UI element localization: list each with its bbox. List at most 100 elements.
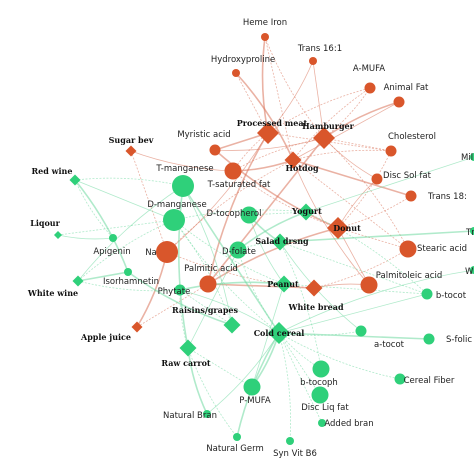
edge-salad-drsng-tn — [279, 230, 474, 243]
edge-hotdog-palmitoleic-acid — [292, 159, 370, 286]
edge-sugar-bev-t-saturated-fat — [130, 150, 234, 172]
label-cold-cereal: Cold cereal — [254, 328, 305, 338]
label-d-folate: D-folate — [222, 247, 256, 257]
node-animal-fat — [393, 96, 405, 108]
label-a-tocot: a-tocot — [374, 340, 405, 350]
edge-yogurt-d-manganese — [173, 209, 307, 221]
node-hamburger — [313, 127, 335, 149]
label-natural-germ: Natural Germ — [206, 444, 264, 454]
node-trans-16-1 — [309, 57, 317, 65]
node-d-folate — [229, 241, 247, 259]
node-disc-sol-fat — [371, 173, 383, 185]
edge-cold-cereal-d-folate — [237, 249, 280, 334]
edge-processed-meat-a-mufa — [267, 87, 371, 134]
node-cold-cereal — [268, 322, 290, 344]
label-liqour: Liqour — [30, 218, 60, 228]
node-apple-juice — [131, 321, 143, 333]
label-tn: Tn — [465, 228, 474, 238]
node-trans-18 — [405, 190, 417, 202]
node-stearic-acid — [399, 240, 417, 258]
edge-cold-cereal-cereal-fiber — [278, 332, 401, 380]
node-processed-meat — [257, 122, 279, 144]
label-mil: Mil — [461, 153, 473, 163]
edge-raw-carrot-natural-germ — [187, 347, 238, 438]
label-phytate: Phytate — [158, 287, 191, 297]
edge-hotdog-trans-18 — [292, 159, 412, 197]
node-b-tocoph — [312, 360, 330, 378]
label-cereal-fiber: Cereal Fiber — [404, 376, 455, 386]
edge-hamburger-heme-iron — [264, 36, 325, 139]
label-donut: Donut — [333, 223, 361, 233]
label-syn-vit-b6: Syn Vit B6 — [273, 449, 317, 459]
edge-peanut-d-manganese — [173, 219, 285, 285]
label-stearic-acid: Stearic acid — [417, 244, 467, 254]
edge-red-wine-t-manganese — [74, 177, 184, 187]
label-animal-fat: Animal Fat — [384, 83, 429, 93]
node-natural-germ — [233, 433, 241, 441]
label-hamburger: Hamburger — [302, 121, 355, 131]
node-disc-liq-fat — [311, 386, 329, 404]
label-p-mufa: P-MUFA — [239, 396, 271, 406]
label-trans-18: Trans 18: — [427, 192, 467, 202]
node-cereal-fiber — [394, 373, 406, 385]
label-b-tocoph: b-tocoph — [300, 378, 338, 388]
label-hydroxyproline: Hydroxyproline — [211, 55, 275, 65]
edge-hotdog-heme-iron — [264, 36, 294, 161]
label-natural-bran: Natural Bran — [163, 411, 217, 421]
label-hotdog: Hotdog — [285, 163, 319, 173]
label-peanut: Peanut — [267, 279, 299, 289]
edge-white-wine-phytate — [77, 280, 181, 292]
label-raisins-grapes: Raisins/grapes — [172, 305, 239, 315]
edge-red-wine-apigenin — [74, 179, 114, 239]
label-added-bran: Added bran — [324, 419, 373, 429]
edge-white-wine-d-manganese — [77, 219, 175, 282]
node-phytate — [174, 284, 186, 296]
label-d-tocopherol: D-tocopherol — [207, 209, 262, 219]
label-yogurt: Yogurt — [291, 206, 322, 216]
edge-donut-myristic-acid — [214, 149, 339, 229]
node-s-folic-acid — [423, 333, 435, 345]
label-processed-meat: Processed meat — [237, 118, 308, 128]
node-t-manganese — [172, 175, 194, 197]
edge-cold-cereal-phytate — [179, 289, 280, 334]
edge-layer — [57, 36, 474, 442]
node-mil — [470, 153, 474, 161]
node-d-manganese — [163, 209, 185, 231]
node-myristic-acid — [209, 144, 221, 156]
label-myristic-acid: Myristic acid — [177, 130, 230, 140]
node-added-bran — [318, 419, 326, 427]
node-white-bread — [305, 279, 323, 297]
edge-sugar-bev-na — [130, 150, 168, 253]
label-palmitic-acid: Palmitic acid — [184, 264, 238, 274]
node-hotdog — [284, 151, 302, 169]
node-raisins-grapes — [223, 316, 241, 334]
label-na: Na — [145, 248, 157, 258]
node-heme-iron — [261, 33, 269, 41]
edge-salad-drsng-b-tocoph — [279, 241, 322, 370]
node-donut — [327, 217, 349, 239]
node-raw-carrot — [179, 339, 197, 357]
node-red-wine — [69, 174, 81, 186]
node-natural-bran — [203, 410, 211, 418]
label-disc-liq-fat: Disc Liq fat — [301, 403, 349, 413]
label-apigenin: Apigenin — [93, 247, 130, 257]
label-a-mufa: A-MUFA — [353, 64, 385, 74]
edge-cold-cereal-b-tocot — [278, 293, 428, 334]
node-wh — [470, 266, 474, 274]
node-palmitoleic-acid — [360, 276, 378, 294]
edge-hamburger-myristic-acid — [214, 137, 325, 151]
label-white-bread: White bread — [287, 302, 343, 312]
node-na — [156, 241, 178, 263]
node-t-saturated-fat — [224, 162, 242, 180]
edge-liqour-d-manganese — [57, 219, 175, 236]
label-t-manganese: T-manganese — [155, 164, 213, 174]
node-hydroxyproline — [232, 69, 240, 77]
node-p-mufa — [243, 378, 261, 396]
label-apple-juice: Apple juice — [80, 332, 131, 342]
label-red-wine: Red wine — [32, 166, 73, 176]
edge-hotdog-na — [166, 159, 294, 253]
node-syn-vit-b6 — [286, 437, 294, 445]
